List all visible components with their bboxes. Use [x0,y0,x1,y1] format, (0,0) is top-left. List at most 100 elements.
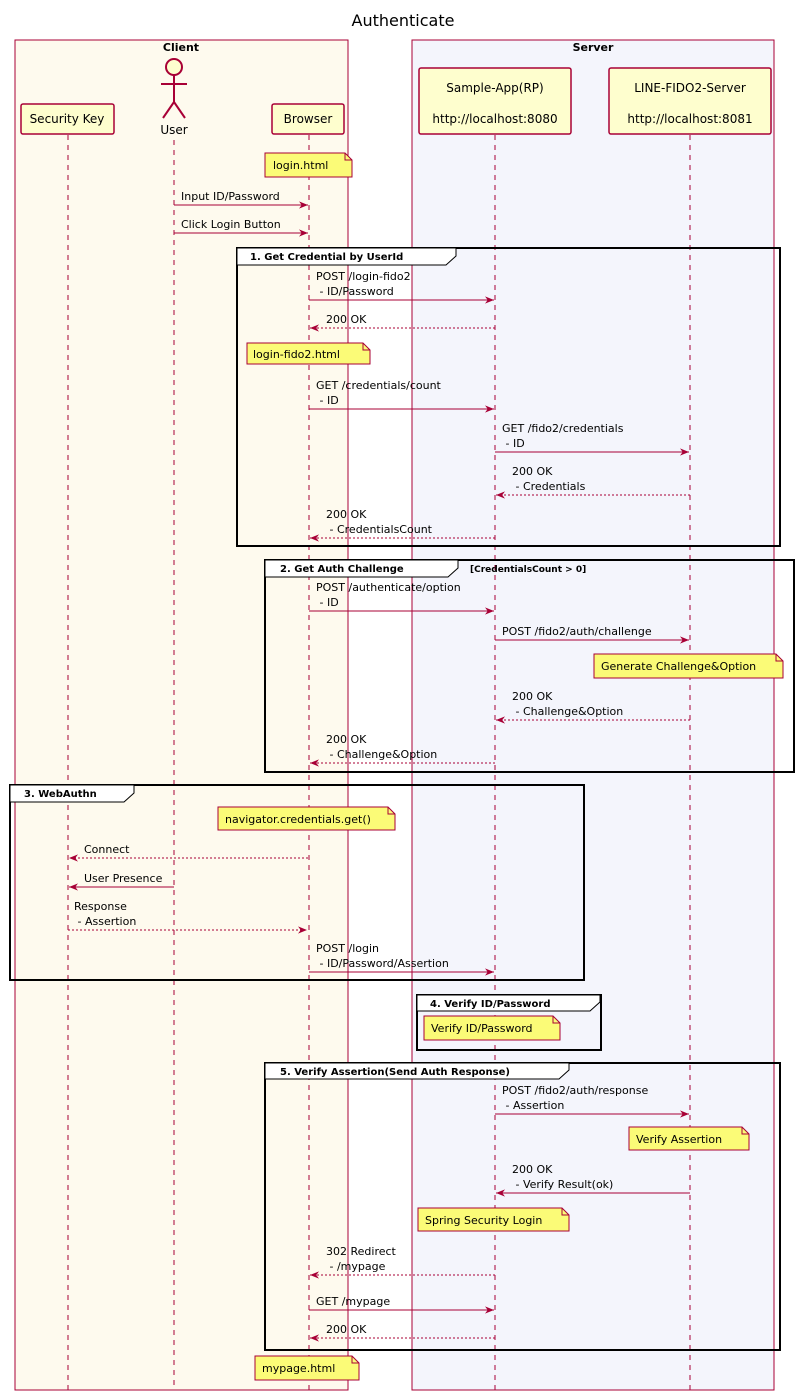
frame-verify-id-password: 4. Verify ID/Password [416,994,602,1051]
message-get-fido2-credentials: GET /fido2/credentials - ID [495,422,689,456]
participant-fido2-server-name: LINE-FIDO2-Server [634,81,746,95]
message-click-login: Click Login Button [174,218,308,237]
participant-browser: Browser [271,103,345,135]
message-post-login: POST /login - ID/Password/Assertion [309,942,494,976]
message-get-credentials-count-line1: GET /credentials/count [316,379,442,392]
message-200-ok-credentials: 200 OK - Credentials [496,465,690,499]
note-verify-assertion-text: Verify Assertion [636,1133,722,1146]
message-200-ok-count: 200 OK - CredentialsCount [310,508,495,542]
message-post-fido2-auth-response-line1: POST /fido2/auth/response [502,1084,648,1097]
message-post-login-line2: - ID/Password/Assertion [316,957,449,970]
frame-webauthn-label: 3. WebAuthn [24,789,97,800]
note-mypage-html-text: mypage.html [262,1362,335,1375]
server-box-label: Server [573,41,614,54]
message-response-assertion-line1: Response [74,900,127,913]
message-post-authenticate-option: POST /authenticate/option - ID [309,581,494,615]
message-200-ok-verify-line2: - Verify Result(ok) [512,1178,613,1191]
message-200-ok-challenge-2-line2: - Challenge&Option [326,748,437,761]
actor-icon [161,58,187,119]
message-200-ok-mypage: 200 OK [310,1323,495,1342]
participant-user: User [160,58,188,137]
participant-browser-label: Browser [284,112,333,126]
message-get-mypage: GET /mypage [309,1295,494,1314]
message-200-ok-verify-line1: 200 OK [512,1163,553,1176]
note-generate-challenge-text: Generate Challenge&Option [601,660,756,673]
message-302-redirect: 302 Redirect - /mypage [310,1245,495,1279]
note-mypage-html: mypage.html [254,1355,360,1381]
frame-get-credential-label: 1. Get Credential by UserId [250,252,403,263]
message-200-ok-credentials-line2: - Credentials [512,480,586,493]
message-200-ok-challenge-2-line1: 200 OK [326,733,367,746]
note-spring-security-login-text: Spring Security Login [425,1214,542,1227]
message-200-ok-challenge-1: 200 OK - Challenge&Option [496,690,690,724]
message-input-id-password: Input ID/Password [174,190,308,209]
note-verify-id-password: Verify ID/Password [423,1015,561,1041]
note-login-html-text: login.html [273,159,328,172]
message-post-authenticate-option-line2: - ID [316,596,339,609]
message-post-fido2-auth-response: POST /fido2/auth/response - Assertion [495,1084,689,1118]
participant-sample-app-url: http://localhost:8080 [432,112,557,126]
frame-get-auth-challenge-label: 2. Get Auth Challenge [280,564,404,575]
message-post-login-fido2-line1: POST /login-fido2 [316,270,411,283]
message-get-fido2-credentials-line1: GET /fido2/credentials [502,422,624,435]
server-box [411,39,775,1391]
message-connect-label: Connect [84,843,130,856]
message-200-ok-credentials-line1: 200 OK [512,465,553,478]
note-navigator-credentials-get: navigator.credentials.get() [217,806,396,831]
message-302-redirect-line1: 302 Redirect [326,1245,397,1258]
frame-get-auth-challenge-guard: [CredentialsCount > 0] [470,565,586,575]
participant-fido2-server-url: http://localhost:8081 [627,112,752,126]
message-get-mypage-label: GET /mypage [316,1295,390,1308]
message-200-ok-challenge-2: 200 OK - Challenge&Option [310,733,495,767]
message-response-assertion-line2: - Assertion [74,915,136,928]
note-login-fido2-html: login-fido2.html [246,342,371,365]
message-post-fido2-auth-response-line2: - Assertion [502,1099,564,1112]
note-spring-security-login: Spring Security Login [417,1207,570,1232]
message-200-ok-challenge-1-line2: - Challenge&Option [512,705,623,718]
message-get-fido2-credentials-line2: - ID [502,437,525,450]
client-box-label: Client [163,41,199,54]
message-post-login-line1: POST /login [316,942,379,955]
message-200-ok-count-line1: 200 OK [326,508,367,521]
message-302-redirect-line2: - /mypage [326,1260,386,1273]
participant-sample-app-name: Sample-App(RP) [446,81,543,95]
message-200-ok-1-label: 200 OK [326,313,367,326]
frame-verify-id-password-label: 4. Verify ID/Password [430,999,551,1010]
client-box [14,39,349,1391]
message-click-login-label: Click Login Button [181,218,281,231]
message-post-login-fido2: POST /login-fido2 - ID/Password [309,270,494,304]
message-post-login-fido2-line2: - ID/Password [316,285,394,298]
frame-verify-assertion: 5. Verify Assertion(Send Auth Response) [264,1062,781,1351]
message-input-id-password-label: Input ID/Password [181,190,280,203]
message-user-presence-label: User Presence [84,872,163,885]
message-200-ok-count-line2: - CredentialsCount [326,523,433,536]
message-post-authenticate-option-line1: POST /authenticate/option [316,581,461,594]
message-response-assertion: Response - Assertion [68,900,307,934]
note-navigator-credentials-get-text: navigator.credentials.get() [225,813,371,826]
note-login-html: login.html [264,152,353,178]
message-connect: Connect [69,843,308,862]
frame-get-credential: 1. Get Credential by UserId [236,247,781,547]
message-post-fido2-auth-challenge-label: POST /fido2/auth/challenge [502,625,652,638]
message-200-ok-mypage-label: 200 OK [326,1323,367,1336]
participant-security-key-label: Security Key [30,112,105,126]
message-200-ok-1: 200 OK [310,313,495,332]
message-post-fido2-auth-challenge: POST /fido2/auth/challenge [495,625,689,644]
participant-security-key: Security Key [20,103,115,135]
participant-user-label: User [160,123,187,137]
message-200-ok-verify: 200 OK - Verify Result(ok) [496,1163,690,1197]
note-verify-assertion: Verify Assertion [628,1126,750,1151]
message-get-credentials-count-line2: - ID [316,394,339,407]
note-verify-id-password-text: Verify ID/Password [431,1022,533,1035]
participant-fido2-server: LINE-FIDO2-Server http://localhost:8081 [608,67,772,135]
note-login-fido2-html-text: login-fido2.html [253,348,340,361]
frame-verify-assertion-label: 5. Verify Assertion(Send Auth Response) [280,1067,510,1078]
frame-get-auth-challenge: 2. Get Auth Challenge [CredentialsCount … [264,559,795,773]
frame-webauthn: 3. WebAuthn [9,784,585,981]
message-200-ok-challenge-1-line1: 200 OK [512,690,553,703]
message-get-credentials-count: GET /credentials/count - ID [309,379,494,413]
note-generate-challenge: Generate Challenge&Option [593,653,784,679]
diagram-title: Authenticate [352,11,455,30]
